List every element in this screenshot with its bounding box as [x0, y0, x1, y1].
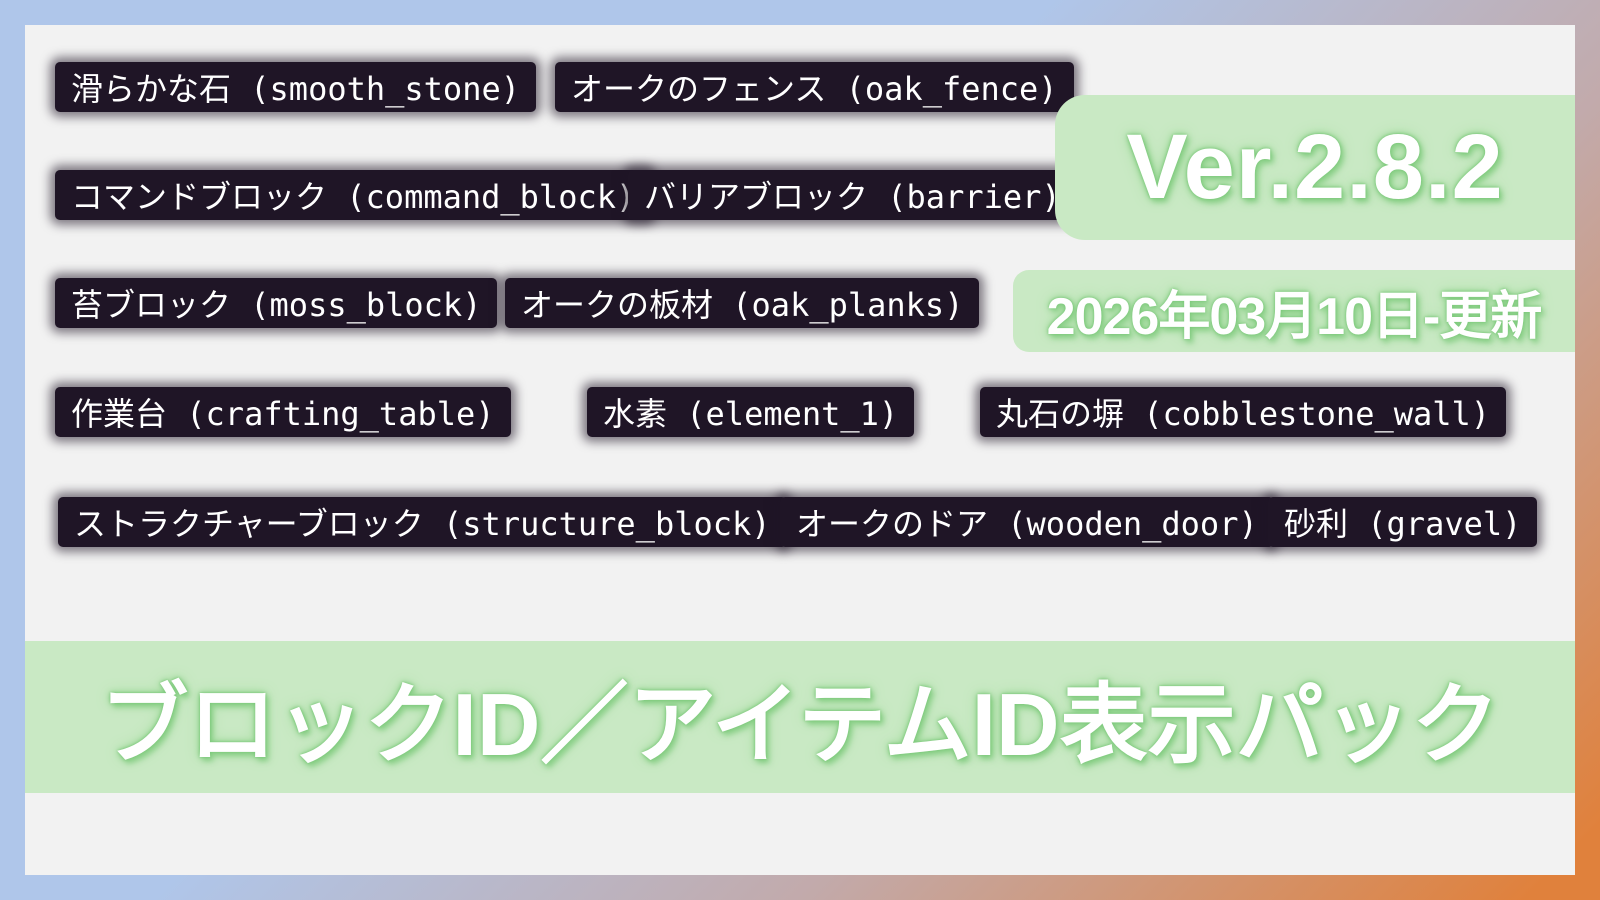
- block-id-chip-smooth-stone: 滑らかな石 (smooth_stone): [55, 62, 536, 112]
- version-badge: Ver.2.8.2: [1055, 95, 1575, 240]
- block-id-chip-gravel: 砂利 (gravel): [1268, 497, 1538, 547]
- block-id-chip-barrier: バリアブロック (barrier): [628, 170, 1077, 220]
- block-id-chip-crafting-table: 作業台 (crafting_table): [55, 387, 511, 437]
- block-id-chip-oak-planks: オークの板材 (oak_planks): [505, 278, 980, 328]
- block-id-chip-cobblestone-wall: 丸石の塀 (cobblestone_wall): [980, 387, 1507, 437]
- block-id-chip-command-block: コマンドブロック (command_block): [55, 170, 652, 220]
- inner-panel: 滑らかな石 (smooth_stone) オークのフェンス (oak_fence…: [25, 25, 1575, 875]
- block-id-chip-moss-block: 苔ブロック (moss_block): [55, 278, 498, 328]
- block-id-chip-oak-fence: オークのフェンス (oak_fence): [555, 62, 1074, 112]
- block-id-chip-wooden-door: オークのドア (wooden_door): [780, 497, 1274, 547]
- block-id-chip-structure-block: ストラクチャーブロック (structure_block): [58, 497, 787, 547]
- title-text: ブロックID／アイテムID表示パック: [100, 674, 1500, 774]
- title-banner: ブロックID／アイテムID表示パック: [25, 641, 1575, 793]
- block-id-chip-element-1: 水素 (element_1): [587, 387, 915, 437]
- update-date-badge: 2026年03月10日-更新: [1013, 270, 1575, 352]
